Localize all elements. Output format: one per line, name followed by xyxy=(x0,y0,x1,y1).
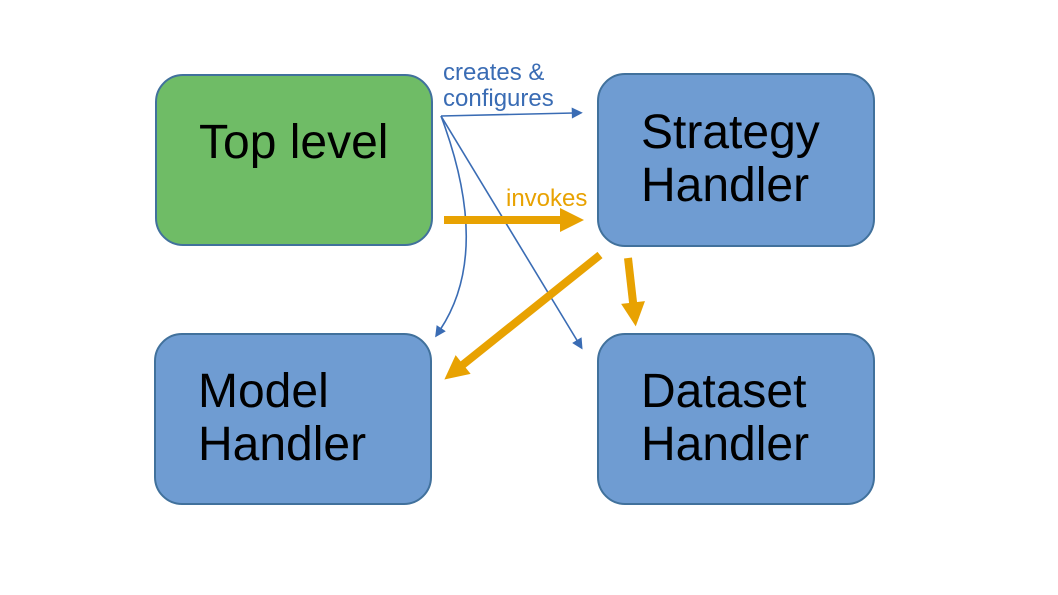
node-strategy-handler-label: Strategy Handler xyxy=(641,106,820,212)
node-top-level: Top level xyxy=(155,74,433,246)
node-strategy-handler: Strategy Handler xyxy=(597,73,875,247)
edge-creates-top-level-to-model-handler xyxy=(435,115,468,338)
edge-creates-top-level-to-dataset-handler xyxy=(440,115,583,350)
node-dataset-handler-label: Dataset Handler xyxy=(641,365,810,471)
edge-invokes-strategy-handler-to-dataset-handler xyxy=(621,257,645,327)
node-model-handler-label: Model Handler xyxy=(198,365,367,471)
node-model-handler: Model Handler xyxy=(154,333,432,505)
edge-label-creates-configures: creates & configures xyxy=(443,59,554,113)
edge-invokes-strategy-handler-to-model-handler xyxy=(444,251,603,380)
node-dataset-handler: Dataset Handler xyxy=(597,333,875,505)
edge-creates-top-level-to-strategy-handler xyxy=(440,107,583,119)
edge-label-invokes: invokes xyxy=(506,185,588,212)
node-top-level-label: Top level xyxy=(199,115,389,169)
